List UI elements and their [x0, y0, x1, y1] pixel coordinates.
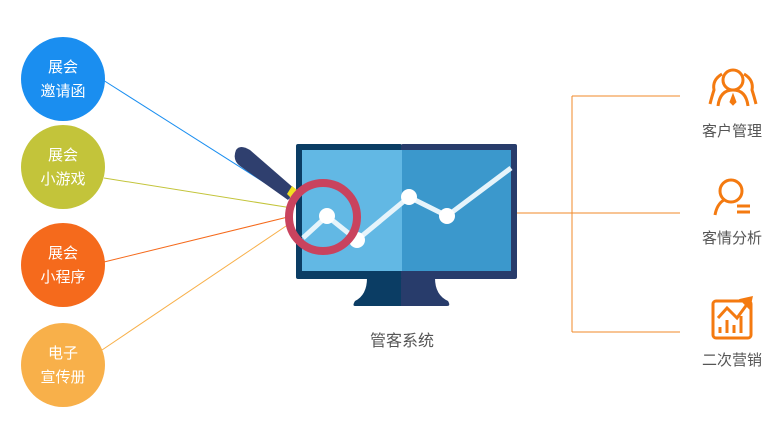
growth-chart-icon [711, 296, 753, 340]
magnifier-icon [234, 147, 361, 255]
right-item-analysis[interactable]: 客情分析 [701, 229, 762, 247]
item-label: 宣传册 [40, 368, 86, 386]
left-item-miniprogram[interactable]: 展会 小程序 [21, 223, 105, 307]
item-label: 电子 [47, 344, 78, 362]
center-label: 管客系统 [369, 331, 434, 350]
item-label: 展会 [47, 244, 78, 262]
item-label: 展会 [47, 58, 78, 76]
left-item-brochure[interactable]: 电子 宣传册 [21, 323, 105, 407]
left-item-invitation[interactable]: 展会 邀请函 [21, 37, 105, 121]
left-item-game[interactable]: 展会 小游戏 [21, 125, 105, 209]
item-label: 小游戏 [40, 170, 86, 188]
item-label: 邀请函 [40, 82, 86, 100]
customers-icon [708, 68, 758, 107]
monitor-icon [296, 144, 517, 306]
bracket-lines [517, 95, 680, 333]
right-item-customers[interactable]: 客户管理 [701, 122, 762, 140]
user-analysis-icon [713, 178, 750, 216]
item-label: 小程序 [40, 268, 86, 286]
right-item-marketing[interactable]: 二次营销 [701, 351, 762, 369]
connector-lines [101, 79, 293, 351]
item-label: 展会 [47, 146, 78, 164]
